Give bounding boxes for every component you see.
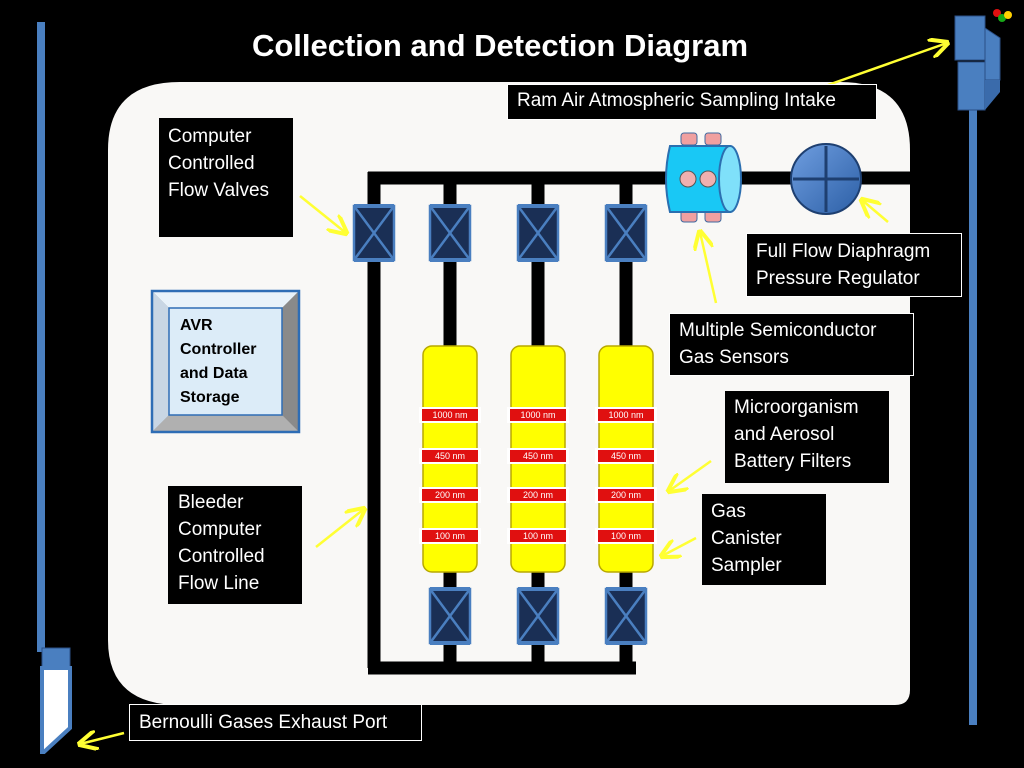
arrow-canister	[662, 536, 697, 556]
arrow-intake	[827, 43, 947, 87]
avr-controller-box	[150, 289, 301, 434]
arrow-exhaust	[80, 733, 125, 744]
filter-size-label: 200 nm	[523, 490, 553, 500]
label-battery-filters: Microorganism and Aerosol Battery Filter…	[725, 391, 889, 483]
arrow-bleeder	[315, 509, 364, 548]
filter-band: 200 nm	[507, 487, 569, 503]
filter-size-label: 100 nm	[611, 531, 641, 541]
filter-band: 100 nm	[507, 528, 569, 544]
flow-valve-group	[352, 204, 648, 645]
filter-size-label: 200 nm	[435, 490, 465, 500]
filter-band: 450 nm	[507, 448, 569, 464]
status-dots-icon	[993, 9, 1012, 22]
filter-size-label: 200 nm	[611, 490, 641, 500]
gas-canister: 1000 nm 450 nm 200 nm 100 nm	[507, 345, 569, 573]
label-canister-sampler: Gas Canister Sampler	[702, 494, 826, 585]
filter-band: 450 nm	[595, 448, 657, 464]
bottom-valve-icon	[428, 587, 472, 645]
filter-size-label: 100 nm	[523, 531, 553, 541]
filter-size-label: 100 nm	[435, 531, 465, 541]
pressure-regulator-icon	[790, 143, 862, 215]
filter-size-label: 1000 nm	[608, 410, 643, 420]
filter-band: 1000 nm	[507, 407, 569, 423]
arrow-filters	[669, 459, 712, 491]
filter-band: 200 nm	[595, 487, 657, 503]
label-pressure-regulator: Full Flow Diaphragm Pressure Regulator	[746, 233, 962, 297]
bottom-valve-icon	[604, 587, 648, 645]
filter-band: 1000 nm	[595, 407, 657, 423]
exhaust-port-icon	[40, 647, 72, 754]
filter-band: 100 nm	[419, 528, 481, 544]
diagram-title: Collection and Detection Diagram	[251, 28, 749, 63]
arrow-regulator	[862, 200, 889, 223]
label-intake: Ram Air Atmospheric Sampling Intake	[507, 84, 877, 120]
annotation-arrows	[80, 43, 947, 744]
label-flow-valves: Computer Controlled Flow Valves	[159, 118, 293, 237]
flow-valve-icon	[604, 204, 648, 262]
filter-size-label: 450 nm	[523, 451, 553, 461]
flow-valve-icon	[352, 204, 396, 262]
canister-group: 1000 nm 450 nm 200 nm 100 nm 1000 nm 450 nm 20…	[419, 345, 657, 573]
gas-canister: 1000 nm 450 nm 200 nm 100 nm	[595, 345, 657, 573]
filter-size-label: 1000 nm	[520, 410, 555, 420]
filter-band: 200 nm	[419, 487, 481, 503]
filter-band: 450 nm	[419, 448, 481, 464]
left-sampling-tube	[37, 22, 45, 652]
gas-sensor-icon	[665, 132, 742, 223]
flow-valve-icon	[516, 204, 560, 262]
label-avr-controller: AVR Controller and Data Storage	[180, 317, 257, 406]
label-exhaust-port: Bernoulli Gases Exhaust Port	[129, 704, 422, 741]
bottom-valve-icon	[516, 587, 560, 645]
label-gas-sensors: Multiple Semiconductor Gas Sensors	[669, 313, 914, 376]
label-bleeder-line: Bleeder Computer Controlled Flow Line	[168, 486, 302, 604]
filter-size-label: 450 nm	[611, 451, 641, 461]
arrow-valves	[299, 195, 346, 233]
filter-band: 1000 nm	[419, 407, 481, 423]
filter-size-label: 1000 nm	[432, 410, 467, 420]
right-sampling-tube	[969, 110, 977, 725]
intake-scoop-icon	[954, 15, 1001, 111]
filter-band: 100 nm	[595, 528, 657, 544]
filter-size-label: 450 nm	[435, 451, 465, 461]
arrow-sensors	[700, 232, 718, 304]
gas-canister: 1000 nm 450 nm 200 nm 100 nm	[419, 345, 481, 573]
flow-valve-icon	[428, 204, 472, 262]
